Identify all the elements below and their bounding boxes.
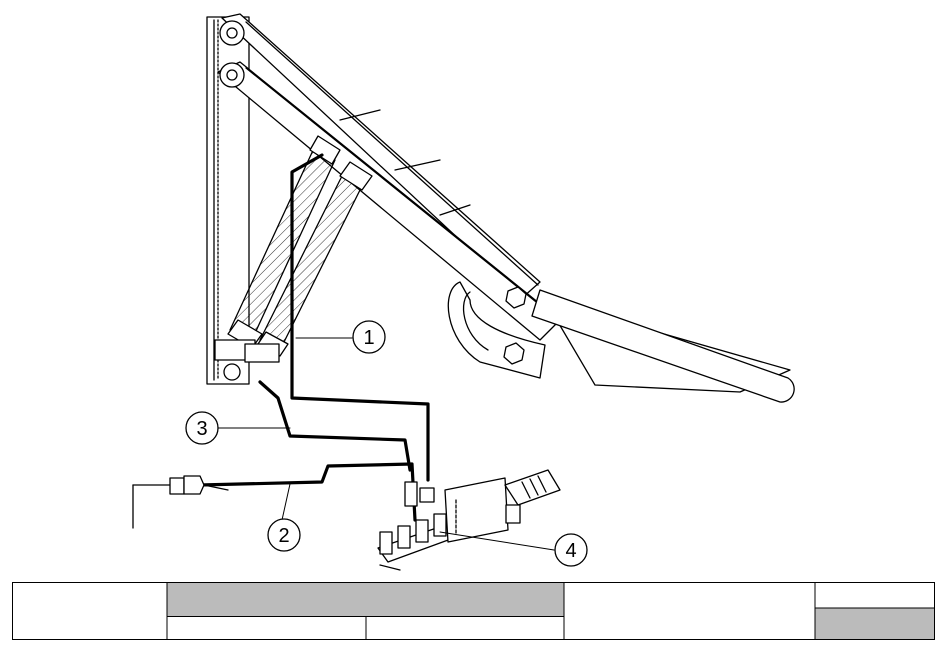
hose-3 <box>260 382 410 470</box>
pump-unit <box>445 470 560 542</box>
callout-4-label: 4 <box>565 540 576 562</box>
title-block-shaded-top <box>167 583 564 617</box>
title-block-table <box>12 582 935 640</box>
callout-2-label: 2 <box>278 525 289 547</box>
callout-1-label: 1 <box>363 327 374 349</box>
hydraulic-ramp-assembly-diagram: 1 3 2 4 <box>0 0 950 580</box>
callout-3-label: 3 <box>196 418 207 440</box>
title-block-shaded-right <box>815 608 935 640</box>
hose-2 <box>200 464 415 520</box>
